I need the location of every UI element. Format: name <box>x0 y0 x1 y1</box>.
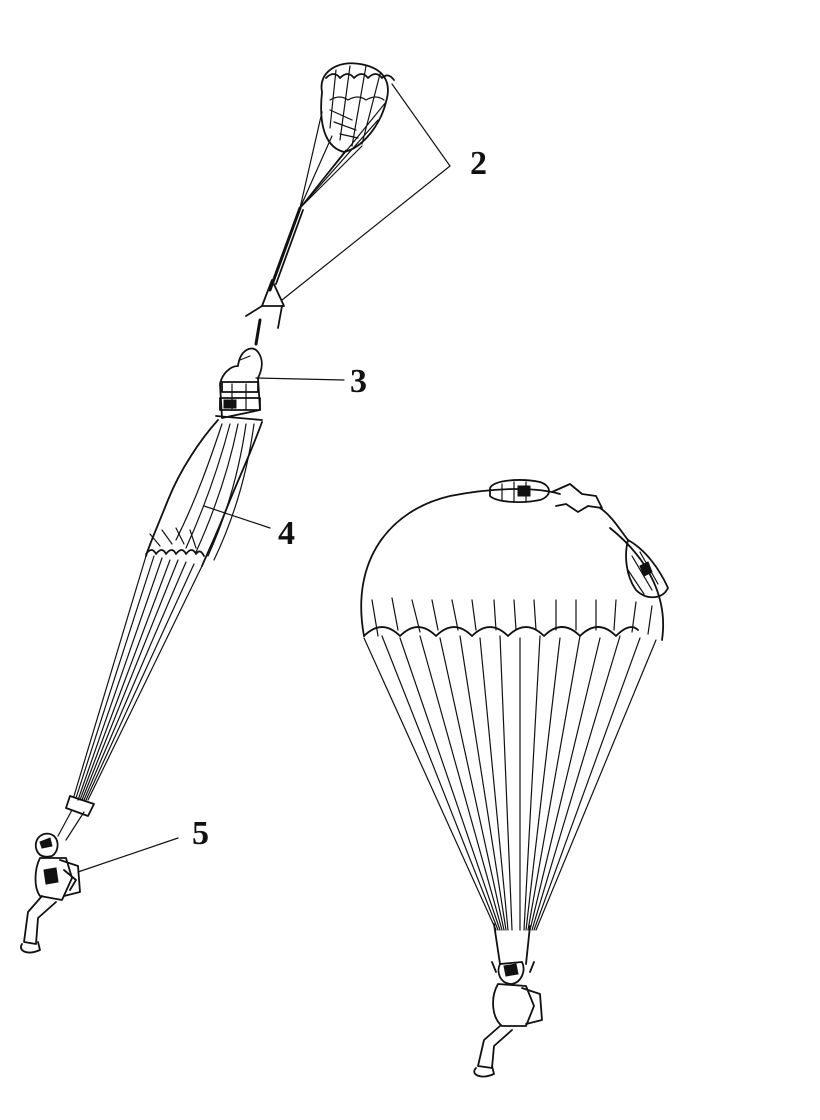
parachutist-deploying <box>20 832 81 954</box>
pilot-chute <box>299 62 395 209</box>
callout-2-label: 2 <box>470 145 487 182</box>
open-canopy <box>360 479 669 965</box>
callout-4-label: 4 <box>278 515 295 552</box>
main-canopy-stowed <box>57 419 263 841</box>
canopy-bag <box>215 347 263 421</box>
callout-5-label: 5 <box>192 815 209 852</box>
link-swivel <box>245 279 285 346</box>
callout-5: 5 <box>77 815 209 873</box>
callout-4: 4 <box>203 505 295 552</box>
callout-2: 2 <box>281 83 487 301</box>
parachutist-descending <box>473 961 543 1078</box>
callout-3-label: 3 <box>350 363 367 400</box>
connector-link <box>268 206 304 292</box>
callout-3: 3 <box>255 363 367 400</box>
